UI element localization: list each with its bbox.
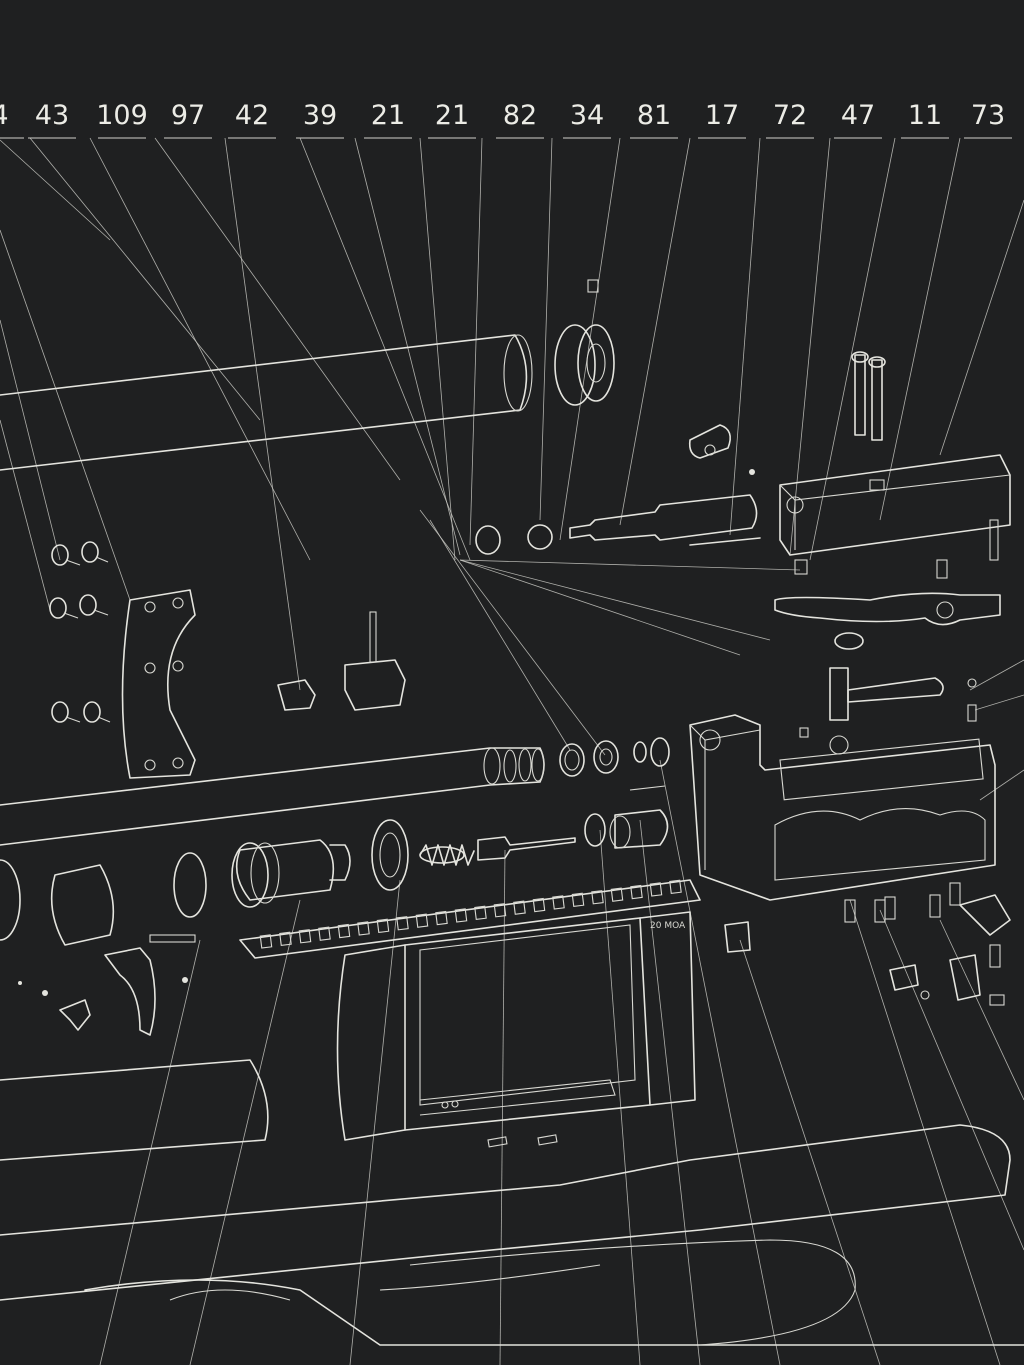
probe-rod-part [475,494,761,555]
mounting-bracket-part [121,589,196,779]
clip-parts [277,611,406,711]
rail-tooth [259,934,273,949]
cam-lever-part [688,424,755,475]
rail-tooth [513,900,526,915]
rail-tooth [649,882,663,897]
callout-number-15: 73 [971,100,1005,131]
callout-number-1: 43 [35,100,69,131]
barrel-part [0,747,545,846]
rail-tooth [454,908,468,923]
scope-rail-part: 20 MOA [239,879,701,959]
rail-tooth [376,918,390,934]
pin-screws-left-part [49,541,111,723]
callout-number-12: 72 [773,100,807,131]
rail-tooth [357,921,370,936]
rail-tooth [532,897,546,913]
rail-tooth [552,895,565,910]
rail-teeth [259,879,682,949]
callout-number-7: 21 [435,100,469,131]
stock-part [0,1059,1024,1346]
small-pins-part [487,1134,558,1148]
outer-tube-part [0,334,533,471]
cylinder-assembly-part [0,819,409,946]
rail-tooth [493,903,507,918]
callout-number-0: 4 [0,100,9,131]
magazine-housing-part [336,911,696,1141]
rail-tooth [474,905,487,921]
rail-tooth [669,879,682,895]
callout-number-14: 11 [908,100,942,131]
callout-number-11: 17 [705,100,739,131]
rail-tooth [571,892,585,908]
ring-washers-part [559,737,670,849]
rail-tooth [298,929,312,944]
callout-number-4: 42 [235,100,269,131]
rail-tooth [435,910,448,926]
rail-tooth [318,926,331,941]
rail-tooth [396,916,409,931]
rail-tooth [279,931,292,947]
callout-number-8: 82 [503,100,537,131]
callout-number-5: 39 [303,100,337,131]
callout-number-row: 4 43 109 97 42 39 21 21 82 34 81 17 72 47 11 73 [0,100,1012,139]
rail-marking-label: 20 MOA [650,921,686,931]
spring-pin-part [419,836,576,866]
callout-number-13: 47 [841,100,875,131]
long-screws-part [851,351,886,441]
rail-tooth [610,887,624,902]
rail-tooth [337,923,351,939]
rail-tooth [630,884,643,900]
callout-number-6: 21 [371,100,405,131]
callout-number-3: 97 [171,100,205,131]
lever-hammer-part [774,519,1001,626]
end-cap-part [554,279,615,406]
callout-number-10: 81 [637,100,671,131]
callout-number-9: 34 [570,100,604,131]
action-body-part [689,714,996,953]
rail-tooth [415,913,429,928]
trigger-group-small-parts [844,882,1011,1006]
trigger-parts [18,934,196,1036]
rail-tooth [591,890,604,905]
callout-number-2: 109 [96,100,148,131]
breech-block-part [779,454,1011,556]
cocking-lever-part [799,632,977,755]
